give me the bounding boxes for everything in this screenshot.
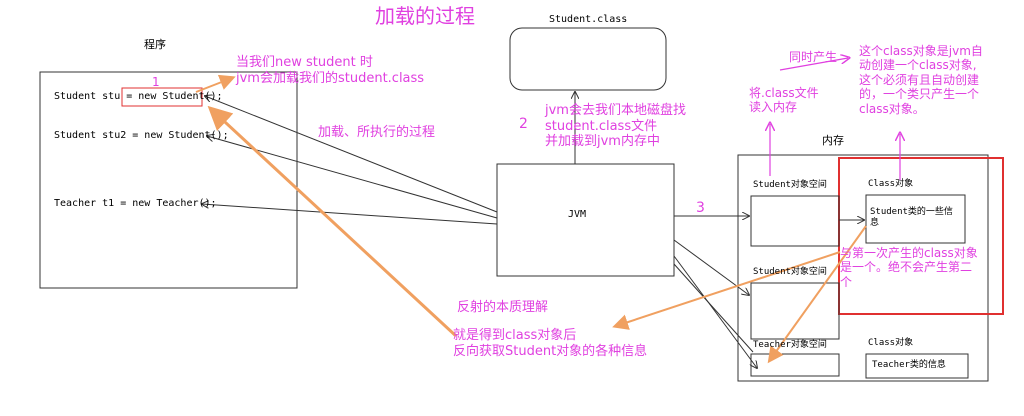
jvm-label: JVM bbox=[568, 209, 587, 220]
class-object-highlight bbox=[838, 157, 1004, 315]
annotation-new-student: 当我们new student 时 jvm会加载我们的student.class bbox=[236, 55, 425, 86]
annotation-same-as-first: 与第一次产生的class对象 是一个。绝不会产生第二 个 bbox=[840, 246, 978, 289]
code-line-2: Student stu2 = new Student(); bbox=[54, 130, 229, 141]
annotation-reflection-title: 反射的本质理解 bbox=[457, 300, 549, 315]
annotation-reflection-desc: 就是得到class对象后 反向获取Student对象的各种信息 bbox=[453, 328, 648, 359]
diagram-title: 加载的过程 bbox=[375, 4, 475, 28]
class-object-label-1: Class对象 bbox=[868, 179, 914, 189]
class-object-box-1 bbox=[865, 194, 966, 244]
memory-box bbox=[737, 154, 989, 382]
student-space-label: Student对象空间 bbox=[753, 180, 827, 190]
annotation-same-time: 同时产生 bbox=[789, 50, 838, 64]
jvm-box bbox=[496, 163, 675, 277]
annotation-load-process: 加载、所执行的过程 bbox=[318, 125, 436, 140]
annotation-read-into-memory: 将.class文件 读入内存 bbox=[749, 86, 819, 115]
student-class-label: Student.class bbox=[549, 14, 628, 25]
class-object-box-2 bbox=[865, 353, 969, 379]
step-number-1: 1 bbox=[152, 75, 160, 89]
new-student-highlight bbox=[121, 87, 203, 107]
program-box bbox=[39, 71, 298, 289]
class-info-2: Teacher类的信息 bbox=[872, 360, 946, 370]
step-number-3: 3 bbox=[696, 200, 705, 216]
memory-label: 内存 bbox=[822, 134, 844, 147]
annotation-class-object-desc: 这个class对象是jvm自 动创建一个class对象, 这个必须有且自动创建 … bbox=[859, 44, 983, 116]
student-space-box-2 bbox=[750, 282, 840, 340]
step-number-2: 2 bbox=[519, 116, 528, 132]
program-label: 程序 bbox=[144, 38, 166, 51]
class-info-1: Student类的一些信 息 bbox=[870, 207, 953, 228]
student-space-label-2: Student对象空间 bbox=[753, 267, 827, 277]
student-class-box bbox=[509, 27, 667, 91]
teacher-space-box bbox=[750, 353, 840, 377]
student-space-box bbox=[750, 195, 840, 247]
class-object-label-2: Class对象 bbox=[868, 338, 914, 348]
annotation-jvm-find: jvm会去我们本地磁盘找 student.class文件 并加载到jvm内存中 bbox=[545, 103, 686, 150]
code-line-1: Student stu = new Student(); bbox=[54, 91, 223, 102]
teacher-space-label: Teacher对象空间 bbox=[753, 340, 827, 350]
code-line-3: Teacher t1 = new Teacher(); bbox=[54, 198, 217, 209]
